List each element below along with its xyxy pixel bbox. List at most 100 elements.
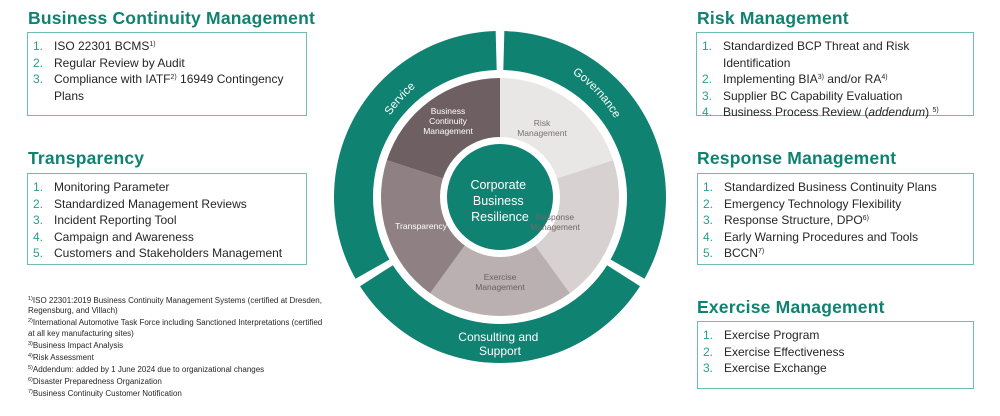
list-number: 2. [702,72,713,86]
list-text: Implementing BIA [723,72,818,86]
footnote-mark: 3) [28,340,33,347]
list-number: 2. [703,196,714,211]
list-item: 1. Exercise Program [703,327,965,344]
footnote-mark: 5) [28,364,33,371]
list-text: Exercise Exchange [724,361,827,375]
list-text: Business Process Review ( [723,105,869,119]
list-item: 2. Regular Review by Audit [33,55,298,72]
center-label-line: Corporate [470,178,526,192]
list-text: Compliance with IATF [54,72,171,86]
footnote-text: Business Impact Analysis [32,340,124,350]
footnote-mark: 6) [28,376,33,383]
list-number: 1. [33,180,44,194]
footnote-text: International Automotive Task Force incl… [28,318,323,338]
list-text: and/or RA [823,72,882,86]
outer-ring [334,31,666,363]
list-item: 2.Exercise Effectiveness [703,344,965,361]
footnote-ref: 3) [817,74,824,81]
list-number: 5. [33,246,44,260]
ring-segment-service [334,31,497,279]
risk-box: 1. Standardized BCP Threat and Risk Ident… [696,32,974,119]
footnote-ref: 1) [149,41,156,48]
risk-title: Risk Management [697,8,849,28]
transparency-title: Transparency [28,148,145,168]
list-number: 2. [33,55,44,70]
list-number: 4. [703,229,714,244]
footnote-ref: 5) [932,107,939,114]
list-item: 4. Early Warning Procedures and Tools [703,229,965,246]
list-number: 1. [703,180,714,194]
footnote-ref: 4) [881,74,888,81]
exercise-title: Exercise Management [697,297,885,317]
bcm-title: Business Continuity Management [28,8,316,28]
footnote-mark: 1) [28,296,33,302]
list-item: 2.Standardized Management Reviews [33,196,298,213]
response-box: 1. Standardized Business Continuity Plans… [697,173,974,265]
footnote-text: Risk Assessment [32,352,94,362]
list-text-italic: addendum [868,105,926,119]
exercise-list: 1. Exercise Program 2.Exercise Effectiven… [703,327,965,377]
list-text: ) [925,105,933,119]
consulting-label-line: Consulting and [458,330,538,344]
list-text: BCCN [724,246,759,260]
center-circle [447,144,553,250]
list-number: 1. [703,328,714,342]
wedge-label-line: Risk [534,118,551,128]
wedge-label-line: Management [423,126,473,136]
footnote: 6)Disaster Preparedness Organization [28,377,328,387]
list-text: Exercise Program [724,328,820,342]
list-text: Customers and Stakeholders Management [54,246,283,260]
footnote: 1)ISO 22301:2019 Business Continuity Man… [28,296,328,317]
wedge-label-line: Transparency [395,221,447,231]
footnote-text: ISO 22301:2019 Business Continuity Manag… [28,296,322,316]
wedge-label-line: Business [431,106,466,116]
list-item: 1.ISO 22301 BCMS1) [33,38,298,55]
list-item: 2.Emergency Technology Flexibility [703,196,965,213]
list-text: Standardized Business Continuity Plans [724,180,937,194]
list-number: 3. [702,88,713,103]
list-number: 3. [703,361,714,375]
bcm-list: 1.ISO 22301 BCMS1) 2. Regular Review by A… [33,38,298,104]
footnote-text: Disaster Preparedness Organization [32,376,162,386]
transparency-box: 1. Monitoring Parameter 2.Standardized Ma… [27,173,307,265]
list-text: Standardized BCP Threat and Risk Identif… [723,39,910,70]
wedge-label-line: Response [536,212,575,222]
list-item: 5. BCCN7) [703,245,965,262]
footnote: 4)Risk Assessment [28,353,328,363]
list-text: Incident Reporting Tool [54,213,177,227]
list-item: 1. Monitoring Parameter [33,179,298,196]
list-text: Supplier BC Capability Evaluation [723,88,903,103]
footnote-ref: 7) [758,248,765,255]
list-number: 5. [703,246,714,260]
center-label-line: Resilience [471,210,529,224]
response-title: Response Management [697,148,897,168]
exercise-box: 1. Exercise Program 2.Exercise Effectiven… [697,321,974,389]
list-text: Early Warning Procedures and Tools [724,229,919,244]
list-number: 1. [702,39,713,53]
list-text: Monitoring Parameter [54,180,170,194]
list-item: 3. Exercise Exchange [703,360,965,377]
list-text: Campaign and Awareness [54,229,194,244]
list-number: 3. [703,213,714,227]
wedge-label-line: Continuity [429,116,468,126]
list-text: 16949 Contingency Plans [54,72,284,103]
wedge-label-transparency: Transparency [395,221,447,231]
list-number: 4. [702,105,713,119]
list-item: 5. Customers and Stakeholders Management [33,245,298,262]
list-item: 3. Supplier BC Capability Evaluation [702,88,965,105]
list-item: 2. Implementing BIA3) and/or RA4) [702,71,965,88]
footnote-mark: 7) [28,388,33,395]
wedge-label-line: Management [530,222,580,232]
list-item: 1. Standardized Business Continuity Plans [703,179,965,196]
list-text: Standardized Management Reviews [54,196,247,211]
consulting-label: Consulting and Support [458,330,541,358]
wedge-label-line: Exercise [484,272,517,282]
footnote-mark: 2) [28,318,33,325]
list-item: 3.Response Structure, DPO6) [703,212,965,229]
list-text: Regular Review by Audit [54,55,185,70]
list-number: 2. [703,344,714,359]
